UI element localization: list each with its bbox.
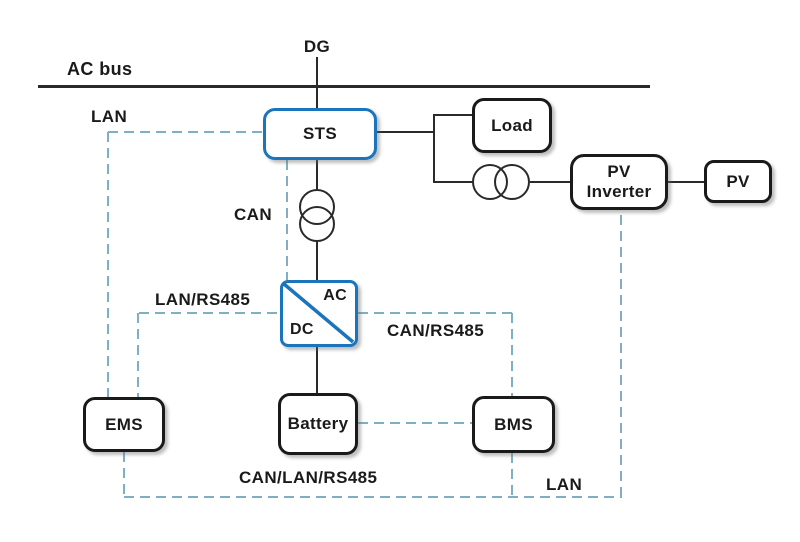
connector-sts-to-transformer <box>316 160 318 190</box>
comm-lan-rs485-horizontal <box>139 312 280 314</box>
node-ac-dc-converter: AC DC <box>280 280 358 347</box>
comm-lan-to-sts <box>108 131 263 133</box>
ac-bus-line <box>38 85 650 88</box>
connector-converter-to-battery <box>316 347 318 393</box>
link-label-can: CAN <box>234 205 273 224</box>
node-bms-label: BMS <box>494 414 533 434</box>
link-label-can-lan-rs485: CAN/LAN/RS485 <box>239 468 378 487</box>
connector-branch-vertical <box>433 114 435 183</box>
comm-can-sts-to-converter <box>286 160 288 280</box>
link-label-lan-top: LAN <box>91 107 128 126</box>
node-sts-label: STS <box>303 124 337 144</box>
ac-bus-label: AC bus <box>67 59 133 79</box>
connector-branch-to-load <box>433 114 472 116</box>
node-load: Load <box>472 98 552 153</box>
comm-lan-rs485-vertical-to-ems <box>137 313 139 397</box>
comm-ems-down <box>123 452 125 498</box>
node-sts: STS <box>263 108 377 160</box>
converter-dc-label: DC <box>290 320 314 338</box>
ac-dc-diagonal-icon <box>283 283 354 343</box>
node-pv-label: PV <box>726 171 750 191</box>
connector-transformer-to-pv-inverter <box>530 181 570 183</box>
connector-transformer-to-converter <box>316 240 318 280</box>
link-label-can-rs485: CAN/RS485 <box>387 321 485 340</box>
comm-bms-down <box>511 453 513 498</box>
node-bms: BMS <box>472 396 555 453</box>
node-load-label: Load <box>491 115 533 135</box>
connector-dg-to-sts <box>316 57 318 108</box>
node-ems-label: EMS <box>105 414 143 434</box>
comm-can-rs485-horizontal <box>358 312 513 314</box>
comm-battery-to-bms <box>358 422 472 424</box>
comm-can-rs485-vertical-to-bms <box>511 313 513 396</box>
comm-lan-vertical-to-ems <box>107 132 109 397</box>
node-pv-inverter-label: PV Inverter <box>586 162 652 201</box>
node-battery-label: Battery <box>287 414 349 434</box>
link-label-lan-bottom: LAN <box>546 475 583 494</box>
node-dg-label: DG <box>303 37 331 56</box>
comm-bottom-bus <box>124 496 622 498</box>
connector-pv-inverter-to-pv <box>668 181 704 183</box>
node-pv-inverter: PV Inverter <box>570 154 668 210</box>
link-label-lan-rs485: LAN/RS485 <box>155 290 251 309</box>
connector-branch-to-transformer <box>433 181 474 183</box>
node-ems: EMS <box>83 397 165 452</box>
transformer-vertical-coil-bottom-icon <box>299 206 335 242</box>
node-pv: PV <box>704 160 772 203</box>
node-battery: Battery <box>278 393 358 455</box>
converter-ac-label: AC <box>323 287 347 304</box>
comm-lan-vertical-to-pv-inverter <box>620 215 622 498</box>
transformer-horizontal-coil-right-icon <box>494 164 530 200</box>
connector-sts-to-branch <box>377 131 434 133</box>
